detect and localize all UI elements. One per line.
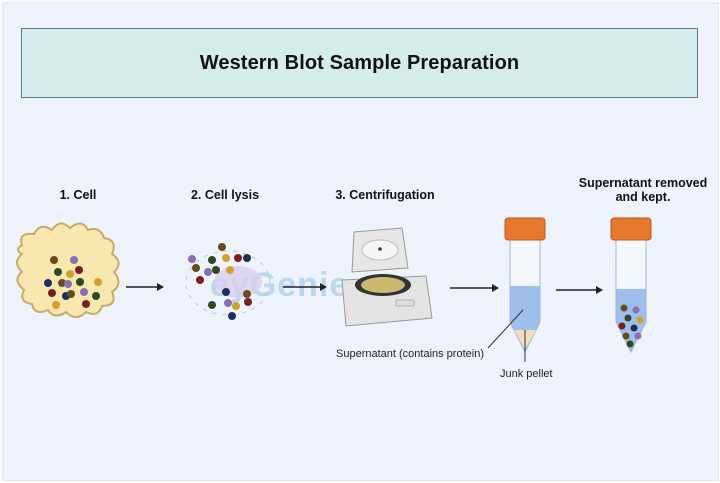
- protein-dot: [626, 340, 634, 348]
- arrow-3: [450, 284, 499, 292]
- protein-dot: [92, 292, 100, 300]
- protein-dot: [636, 316, 644, 324]
- tube-with-supernatant-icon: [610, 217, 652, 354]
- protein-dot: [622, 332, 630, 340]
- protein-dot: [58, 279, 66, 287]
- protein-dot: [48, 289, 56, 297]
- protein-dot: [630, 324, 638, 332]
- protein-dot: [208, 256, 216, 264]
- arrow-1: [126, 283, 164, 291]
- protein-dot: [204, 268, 212, 276]
- protein-dot: [54, 268, 62, 276]
- protein-dot: [64, 280, 72, 288]
- centrifuge-tube-icon: [504, 217, 546, 354]
- protein-dot: [212, 266, 220, 274]
- protein-dot: [224, 299, 232, 307]
- protein-dot: [222, 288, 230, 296]
- protein-dot: [80, 288, 88, 296]
- protein-dot: [67, 290, 75, 298]
- protein-dot: [75, 266, 83, 274]
- protein-dot: [196, 276, 204, 284]
- step-4-label: Supernatant removed and kept.: [578, 176, 708, 204]
- protein-dot: [76, 278, 84, 286]
- protein-dot: [634, 332, 642, 340]
- protein-dot: [222, 254, 230, 262]
- step-2-label: 2. Cell lysis: [190, 188, 260, 202]
- supernatant-annotation: Supernatant (contains protein): [336, 348, 484, 360]
- protein-dot: [228, 312, 236, 320]
- pellet-annotation: Junk pellet: [500, 368, 553, 380]
- diagram-title: Western Blot Sample Preparation: [199, 51, 520, 74]
- protein-dot: [243, 290, 251, 298]
- protein-dot: [208, 301, 216, 309]
- protein-dot: [632, 306, 640, 314]
- protein-dot: [66, 270, 74, 278]
- protein-dot: [232, 302, 240, 310]
- arrow-2: [283, 283, 327, 291]
- protein-dot: [244, 298, 252, 306]
- protein-dot: [226, 266, 234, 274]
- protein-dot: [218, 243, 226, 251]
- protein-dot: [94, 278, 102, 286]
- protein-dot: [618, 322, 626, 330]
- protein-dot: [52, 301, 60, 309]
- protein-dot: [192, 264, 200, 272]
- protein-dot: [50, 256, 58, 264]
- protein-dot: [624, 314, 632, 322]
- protein-dot: [620, 304, 628, 312]
- protein-dot: [44, 279, 52, 287]
- protein-dot: [243, 254, 251, 262]
- cell-icon: [16, 222, 120, 318]
- protein-dot: [234, 254, 242, 262]
- step-3-label: 3. Centrifugation: [335, 188, 435, 202]
- step-1-label: 1. Cell: [59, 188, 97, 202]
- centrifuge-icon: [341, 227, 433, 327]
- lysed-cell-icon: [185, 243, 271, 320]
- protein-dot: [70, 256, 78, 264]
- supernatant-pointer: [487, 309, 524, 349]
- protein-dot: [188, 255, 196, 263]
- arrow-4: [556, 286, 603, 294]
- title-banner: Western Blot Sample Preparation: [21, 28, 698, 98]
- protein-dot: [82, 300, 90, 308]
